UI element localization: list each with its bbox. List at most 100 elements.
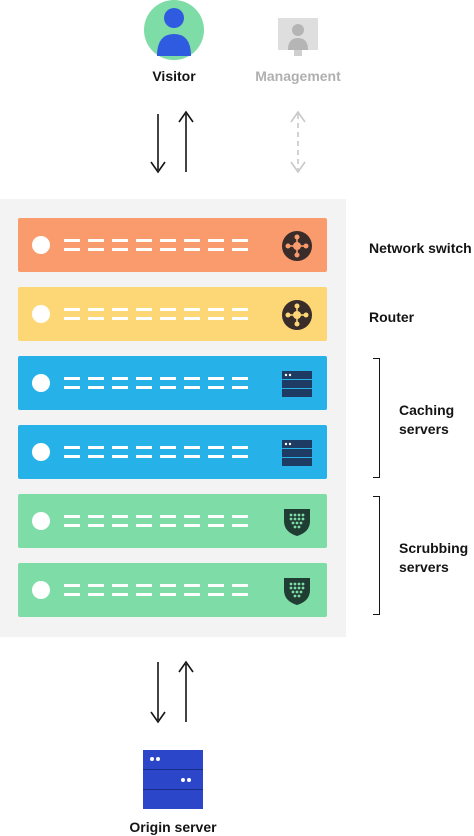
management-monitor-icon bbox=[278, 18, 318, 56]
port-dash bbox=[88, 308, 104, 311]
port-dashes bbox=[64, 306, 274, 322]
port-dash bbox=[112, 455, 128, 458]
port-dash bbox=[232, 584, 248, 587]
port-dash bbox=[64, 239, 80, 242]
network-switch-unit bbox=[18, 218, 327, 272]
port-dash bbox=[136, 584, 152, 587]
status-light bbox=[32, 236, 50, 254]
port-dash bbox=[64, 515, 80, 518]
port-dash bbox=[88, 584, 104, 587]
caching-bracket bbox=[373, 358, 380, 478]
port-dash bbox=[232, 239, 248, 242]
visitor-node: Visitor bbox=[114, 0, 234, 92]
port-dash bbox=[184, 515, 200, 518]
port-dash bbox=[184, 239, 200, 242]
port-dash bbox=[160, 584, 176, 587]
port-dash bbox=[184, 308, 200, 311]
port-dash bbox=[160, 515, 176, 518]
port-dash bbox=[136, 248, 152, 251]
port-dash bbox=[64, 446, 80, 449]
port-dash bbox=[160, 386, 176, 389]
port-dash bbox=[64, 317, 80, 320]
port-dash bbox=[208, 446, 224, 449]
shield-icon bbox=[284, 509, 310, 536]
visitor-label: Visitor bbox=[152, 68, 196, 84]
port-dash bbox=[136, 455, 152, 458]
port-dash bbox=[112, 515, 128, 518]
status-light bbox=[32, 512, 50, 530]
port-dash bbox=[64, 455, 80, 458]
port-dash bbox=[88, 377, 104, 380]
port-dashes bbox=[64, 375, 274, 391]
port-dash bbox=[88, 239, 104, 242]
port-dash bbox=[208, 317, 224, 320]
port-dash bbox=[208, 455, 224, 458]
scrubbing-bracket bbox=[373, 496, 380, 615]
port-dashes bbox=[64, 582, 274, 598]
management-label: Management bbox=[255, 68, 341, 84]
visitor-arrows-icon bbox=[150, 110, 194, 174]
port-dash bbox=[208, 524, 224, 527]
port-dash bbox=[184, 446, 200, 449]
port-dash bbox=[232, 377, 248, 380]
port-dash bbox=[232, 524, 248, 527]
port-dash bbox=[208, 239, 224, 242]
switch-hub-icon bbox=[282, 231, 312, 261]
port-dash bbox=[112, 584, 128, 587]
visitor-avatar-icon bbox=[144, 0, 204, 60]
port-dash bbox=[64, 248, 80, 251]
port-dash bbox=[112, 377, 128, 380]
port-dash bbox=[64, 377, 80, 380]
port-dash bbox=[112, 593, 128, 596]
scrubbing-label-line1: Scrubbing bbox=[399, 540, 469, 556]
port-dash bbox=[112, 446, 128, 449]
port-dash bbox=[112, 524, 128, 527]
port-dash bbox=[136, 515, 152, 518]
port-dash bbox=[232, 593, 248, 596]
port-dash bbox=[88, 386, 104, 389]
port-dash bbox=[232, 386, 248, 389]
status-light bbox=[32, 305, 50, 323]
caching-label-line1: Caching bbox=[399, 402, 455, 418]
port-dash bbox=[64, 524, 80, 527]
port-dash bbox=[136, 239, 152, 242]
port-dash bbox=[136, 446, 152, 449]
status-light bbox=[32, 374, 50, 392]
port-dash bbox=[160, 308, 176, 311]
caching-server-unit bbox=[18, 425, 327, 479]
status-light bbox=[32, 581, 50, 599]
port-dash bbox=[160, 239, 176, 242]
port-dash bbox=[208, 515, 224, 518]
caching-server-unit bbox=[18, 356, 327, 410]
port-dash bbox=[208, 386, 224, 389]
port-dash bbox=[88, 593, 104, 596]
port-dash bbox=[208, 593, 224, 596]
port-dash bbox=[88, 515, 104, 518]
origin-server-label: Origin server bbox=[129, 819, 217, 835]
port-dash bbox=[232, 308, 248, 311]
port-dash bbox=[160, 524, 176, 527]
port-dash bbox=[160, 248, 176, 251]
port-dash bbox=[112, 308, 128, 311]
port-dash bbox=[184, 248, 200, 251]
port-dash bbox=[208, 308, 224, 311]
port-dash bbox=[160, 593, 176, 596]
server-stack-icon bbox=[282, 371, 312, 397]
origin-server-icon bbox=[143, 750, 203, 809]
port-dash bbox=[88, 317, 104, 320]
port-dash bbox=[136, 524, 152, 527]
scrubbing-server-unit bbox=[18, 563, 327, 617]
port-dash bbox=[232, 515, 248, 518]
port-dashes bbox=[64, 444, 274, 460]
port-dash bbox=[88, 524, 104, 527]
port-dash bbox=[64, 386, 80, 389]
router-hub-icon bbox=[282, 300, 312, 330]
management-node: Management bbox=[238, 0, 358, 92]
port-dash bbox=[136, 593, 152, 596]
caching-label-line2: servers bbox=[399, 421, 449, 437]
port-dash bbox=[112, 239, 128, 242]
router-unit bbox=[18, 287, 327, 341]
port-dash bbox=[160, 377, 176, 380]
port-dash bbox=[232, 248, 248, 251]
port-dash bbox=[184, 593, 200, 596]
